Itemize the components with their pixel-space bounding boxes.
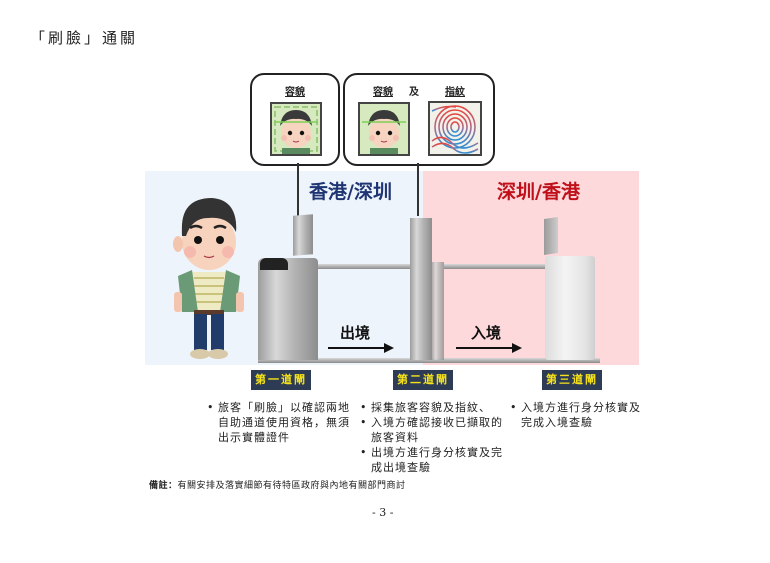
fingerprint-icon bbox=[428, 101, 482, 156]
gate-1-label: 第一道閘 bbox=[251, 370, 311, 390]
entry-label: 入境 bbox=[471, 324, 502, 342]
gate-1-description: 旅客「刷臉」以確認兩地自助通道使用資格，無須出示實體證件 bbox=[207, 400, 357, 445]
face-fingerprint-callout: 容貌 及 指紋 bbox=[343, 73, 495, 166]
gate-3-camera bbox=[544, 217, 558, 255]
face-callout: 容貌 bbox=[250, 73, 340, 166]
remark-prefix: 備註： bbox=[149, 481, 178, 491]
page-number: - 3 - bbox=[372, 506, 394, 519]
bottom-rail bbox=[258, 358, 600, 363]
gate-2-side bbox=[432, 262, 444, 360]
face-label: 容貌 bbox=[285, 87, 305, 98]
gate-2-bullet: 出境方進行身分核實及完成出境查驗 bbox=[360, 445, 508, 475]
remark: 備註：有關安排及落實細節有待特區政府與內地有關部門商討 bbox=[149, 478, 406, 491]
gate-3 bbox=[545, 256, 595, 360]
gate-1-bullet: 旅客「刷臉」以確認兩地自助通道使用資格，無須出示實體證件 bbox=[207, 400, 357, 445]
gate-2-bullet: 入境方確認接收已擷取的旅客資料 bbox=[360, 415, 508, 445]
remark-text: 有關安排及落實細節有待特區政府與內地有關部門商討 bbox=[177, 481, 406, 491]
face-scan-icon bbox=[358, 102, 410, 156]
gate-1-camera bbox=[293, 214, 313, 256]
entry-arrow-line bbox=[456, 347, 514, 349]
gate-2-description: 採集旅客容貌及指紋、 入境方確認接收已擷取的旅客資料 出境方進行身分核實及完成出… bbox=[360, 400, 508, 475]
pointer-line-gate-2 bbox=[417, 163, 419, 216]
gate-1 bbox=[258, 258, 318, 360]
fingerprint-label: 指紋 bbox=[445, 87, 465, 98]
page-heading: 「刷臉」通關 bbox=[30, 29, 139, 47]
gate-2 bbox=[410, 218, 432, 360]
gate-3-description: 入境方進行身分核實及完成入境查驗 bbox=[510, 400, 650, 430]
gate-2-3-top-rail bbox=[444, 264, 546, 269]
face-scan-icon bbox=[270, 102, 322, 156]
exit-label: 出境 bbox=[340, 324, 371, 342]
gate-2-bullet: 採集旅客容貌及指紋、 bbox=[360, 400, 508, 415]
gate-3-bullet: 入境方進行身分核實及完成入境查驗 bbox=[510, 400, 650, 430]
gate-2-label: 第二道閘 bbox=[393, 370, 453, 390]
sz-hk-title: 深圳/香港 bbox=[497, 181, 580, 203]
hk-sz-title: 香港/深圳 bbox=[309, 181, 392, 203]
pointer-line-gate-1 bbox=[297, 163, 299, 216]
traveller-illustration bbox=[168, 192, 248, 364]
gate-1-2-top-rail bbox=[318, 264, 410, 269]
entry-arrow-icon bbox=[512, 343, 522, 353]
gate-3-label: 第三道閘 bbox=[542, 370, 602, 390]
exit-arrow-line bbox=[328, 347, 386, 349]
face-label-2: 容貌 bbox=[373, 87, 393, 98]
gate-1-scanner bbox=[260, 258, 288, 270]
and-label: 及 bbox=[409, 87, 419, 98]
exit-arrow-icon bbox=[384, 343, 394, 353]
